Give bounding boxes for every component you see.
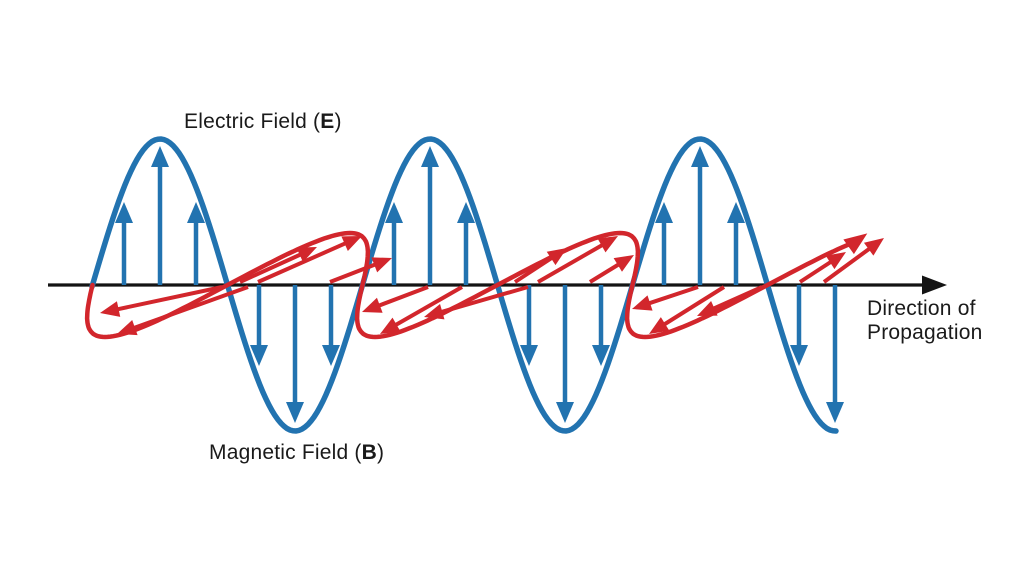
- propagation-axis-arrowhead: [922, 275, 947, 295]
- electric-arrow-9-head: [520, 345, 538, 366]
- magnetic-field-label: Magnetic Field (B): [209, 441, 384, 465]
- direction-label-line1: Direction of: [867, 297, 976, 320]
- magnetic-arrow-9-shaft: [537, 242, 606, 284]
- electric-arrow-6-head: [385, 202, 403, 223]
- electric-arrow-0-head: [115, 202, 133, 223]
- electric-arrow-15-head: [790, 345, 808, 366]
- magnetic-arrow-14-head: [825, 252, 846, 270]
- magnetic-arrow-2-shaft: [239, 251, 304, 284]
- electric-arrow-4-head: [286, 402, 304, 423]
- magnetic-field-symbol: B: [361, 441, 377, 464]
- magnetic-arrow-10-head: [613, 255, 634, 272]
- magnetic-field-label-suffix: ): [376, 441, 385, 464]
- magnetic-arrow-4-head: [371, 257, 392, 273]
- electric-arrow-8-head: [457, 202, 475, 223]
- magnetic-arrow-11-head: [632, 295, 653, 311]
- electric-arrow-14-head: [727, 202, 745, 223]
- electric-field-symbol: E: [320, 110, 335, 133]
- electric-arrow-12-head: [655, 202, 673, 223]
- magnetic-arrow-9-head: [597, 236, 618, 253]
- magnetic-arrow-4-shaft: [329, 261, 378, 284]
- magnetic-arrow-10-shaft: [588, 261, 622, 284]
- magnetic-arrow-14-shaft: [798, 259, 834, 284]
- electric-arrow-11-head: [592, 345, 610, 366]
- magnetic-arrow-15-head: [863, 238, 884, 256]
- magnetic-field-curve: [84, 230, 859, 340]
- magnetic-arrow-3-head: [341, 236, 362, 252]
- magnetic-arrow-5-head: [362, 297, 383, 313]
- magnetic-arrow-11-shaft: [646, 285, 699, 306]
- magnetic-arrow-0-head: [100, 301, 121, 317]
- magnetic-arrow-15-shaft: [822, 245, 873, 284]
- electric-arrow-16-head: [826, 402, 844, 423]
- electric-arrow-5-head: [322, 345, 340, 366]
- magnetic-arrow-6-shaft: [392, 285, 463, 328]
- electric-field-label-prefix: Electric Field (: [184, 110, 321, 133]
- electric-arrow-10-head: [556, 402, 574, 423]
- magnetic-arrow-6-head: [380, 317, 401, 334]
- electric-field-curve: [89, 136, 839, 434]
- electric-field-label-suffix: ): [334, 110, 342, 133]
- magnetic-field-curve-end-arrowhead: [843, 233, 868, 255]
- electric-arrow-1-head: [151, 146, 169, 167]
- magnetic-arrow-2-head: [296, 247, 317, 263]
- magnetic-arrow-12-head: [649, 317, 670, 334]
- magnetic-arrow-5-shaft: [376, 285, 429, 309]
- magnetic-field-label-prefix: Magnetic Field (: [209, 441, 362, 464]
- magnetic-arrow-3-shaft: [257, 240, 349, 284]
- direction-label-line2: Propagation: [867, 321, 983, 344]
- magnetic-arrow-0-shaft: [115, 285, 223, 312]
- electric-arrow-3-head: [250, 345, 268, 366]
- electric-arrow-2-head: [187, 202, 205, 223]
- direction-of-propagation-label: Direction of Propagation: [867, 297, 982, 345]
- magnetic-arrow-12-shaft: [661, 285, 726, 328]
- electric-arrow-13-head: [691, 146, 709, 167]
- electric-arrow-7-head: [421, 146, 439, 167]
- electric-field-label: Electric Field (E): [184, 110, 342, 134]
